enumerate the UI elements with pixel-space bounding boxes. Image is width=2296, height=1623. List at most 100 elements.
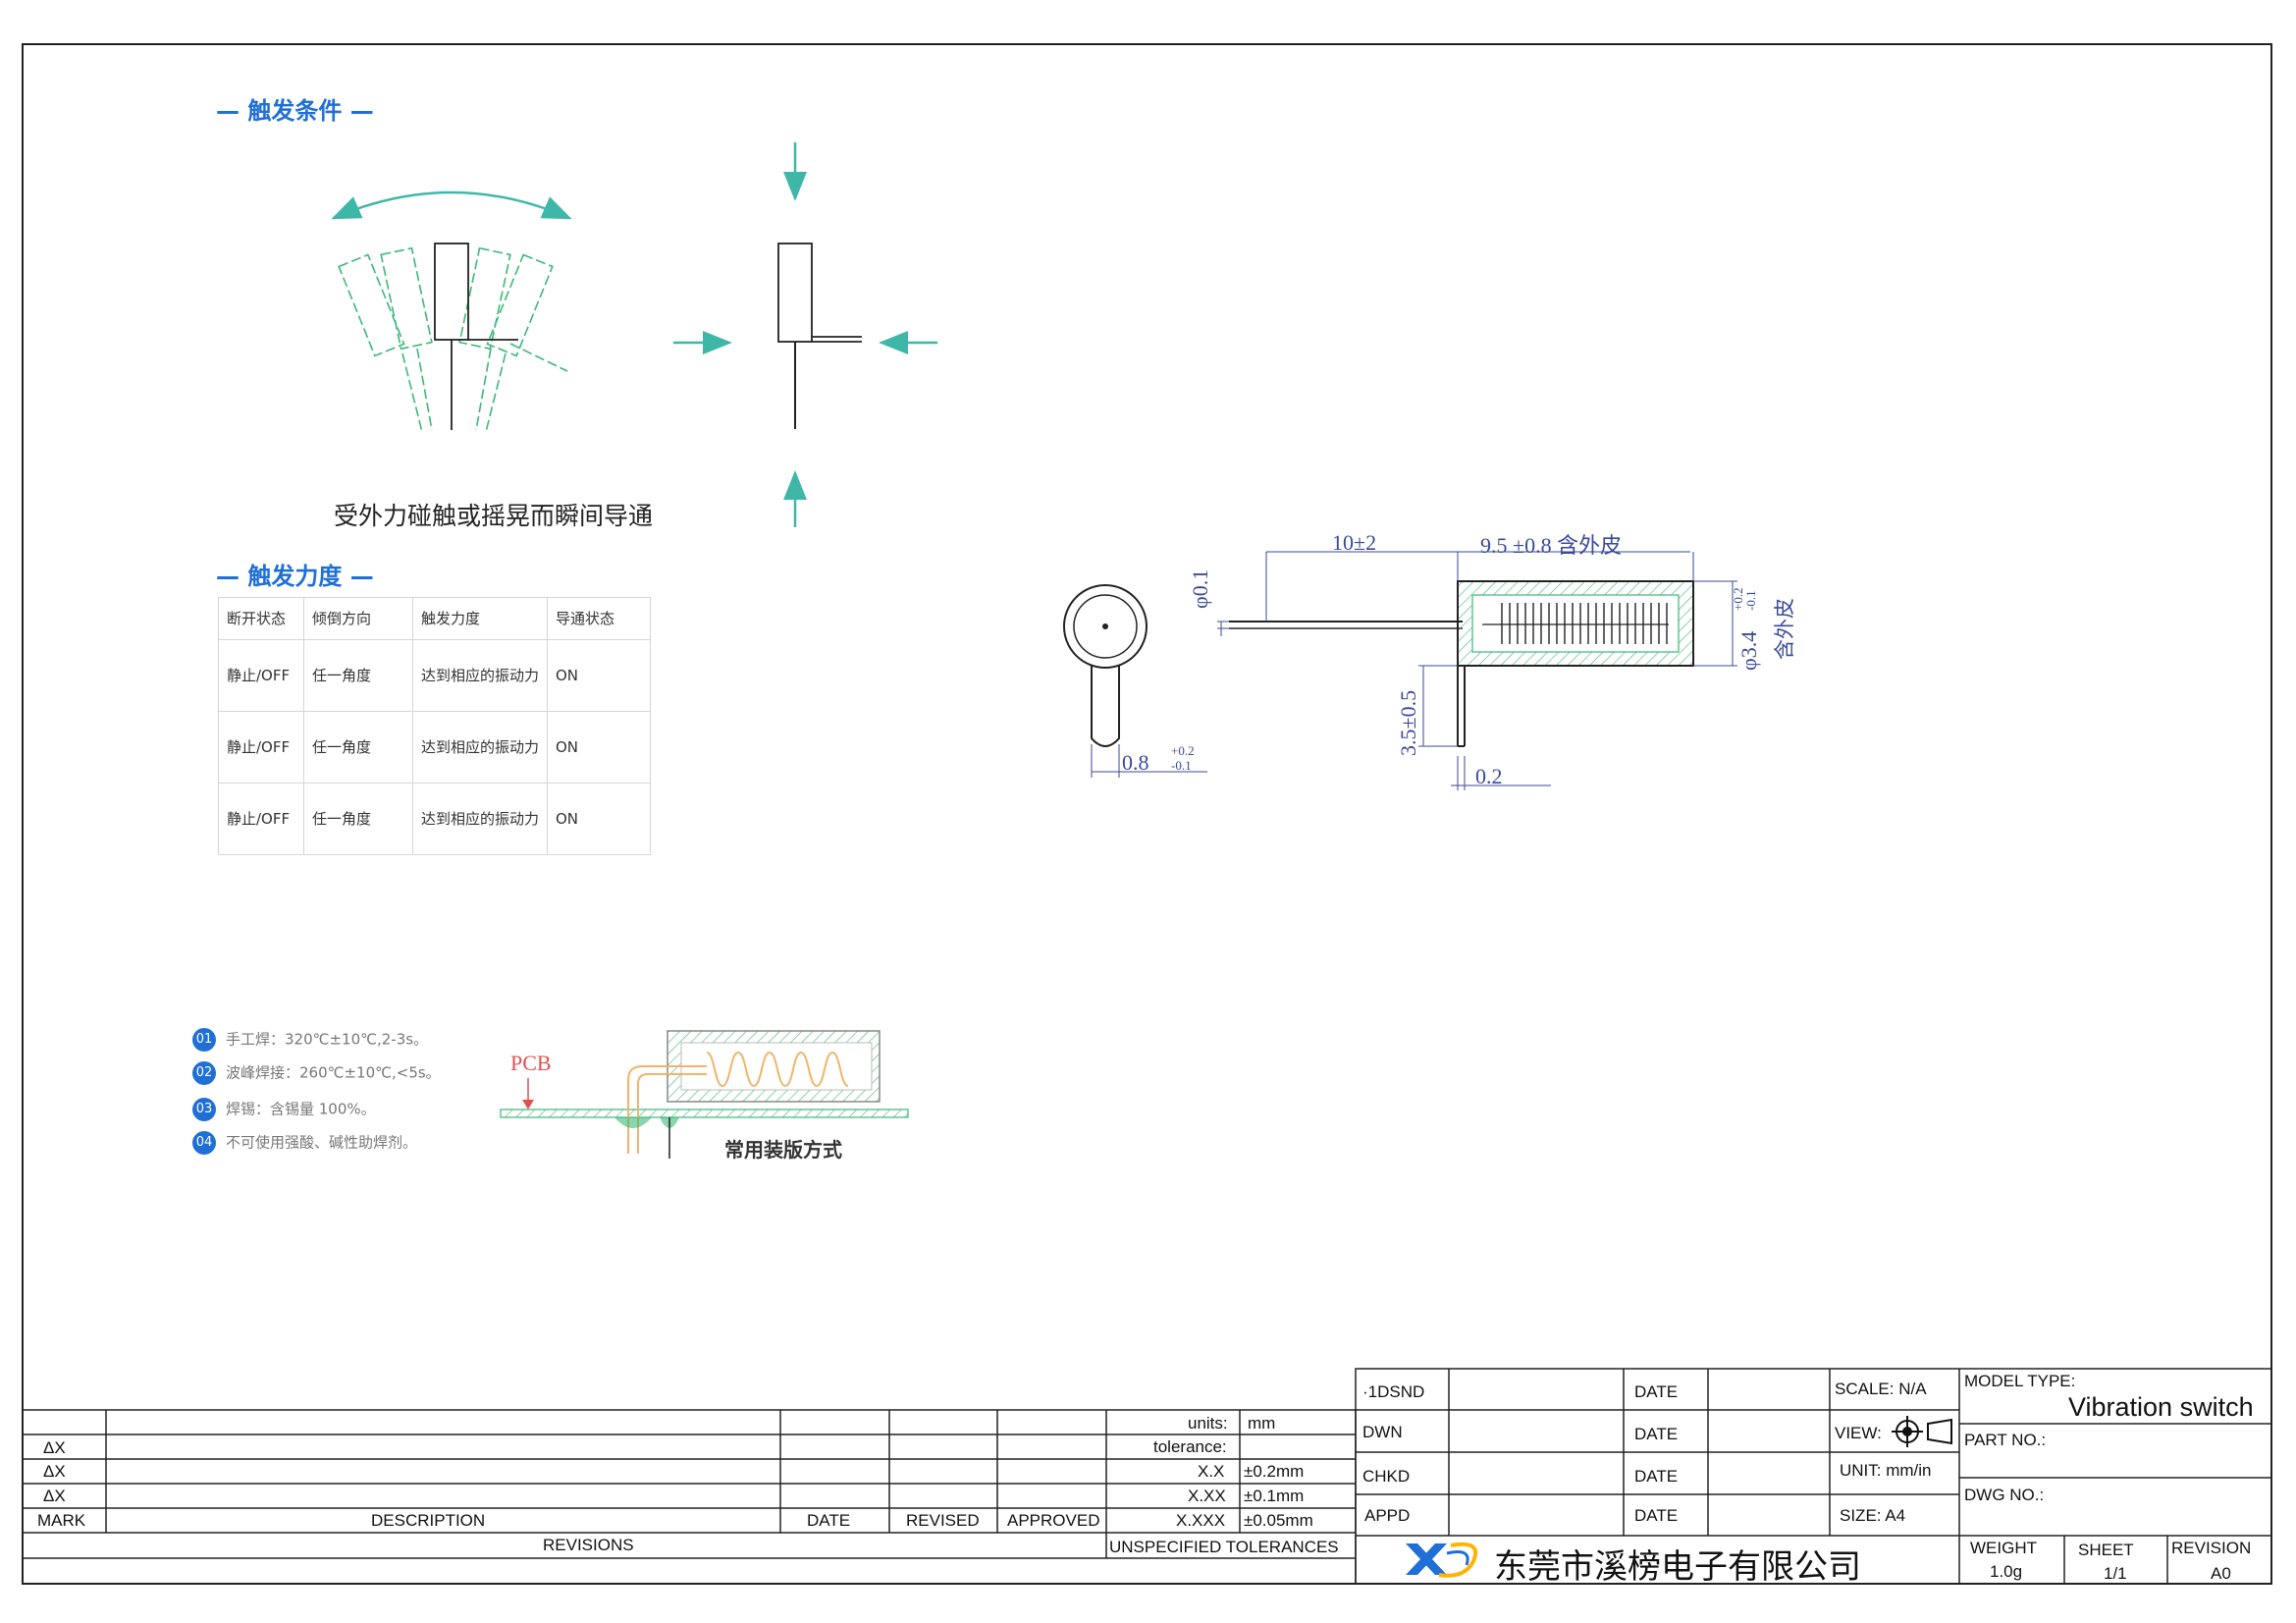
tolerance-row-label: X.X <box>1198 1462 1225 1481</box>
note-item: 04 不可使用强酸、碱性助焊剂。 <box>192 1131 417 1155</box>
pin-length-dim: 3.5±0.5 <box>1396 689 1420 756</box>
front-tol-lower: -0.1 <box>1171 758 1192 773</box>
tolerance-row-label: X.XX <box>1188 1487 1226 1505</box>
dwg-no-label: DWG NO.: <box>1964 1486 2045 1504</box>
body-dia-tol-lower: -0.1 <box>1743 590 1758 611</box>
table-header-row: 断开状态 倾倒方向 触发力度 导通状态 <box>218 597 651 640</box>
note-item: 01 手工焊：320℃±10℃,2-3s。 <box>192 1028 428 1052</box>
trigger-force-title: — 触发力度 — <box>216 563 374 590</box>
front-tol-upper: +0.2 <box>1171 743 1195 758</box>
revision-label: REVISION <box>2171 1539 2252 1557</box>
note-text: 手工焊：320℃±10℃,2-3s。 <box>226 1030 429 1049</box>
note-number: 03 <box>192 1098 216 1121</box>
sheet-label: SHEET <box>2078 1541 2134 1559</box>
weight-label: WEIGHT <box>1970 1539 2037 1557</box>
signoff-date-label: DATE <box>1634 1506 1679 1525</box>
note-item: 03 焊锡：含锡量 100%。 <box>192 1098 376 1121</box>
revision-revised-header: REVISED <box>906 1511 980 1530</box>
table-cell: 静止/OFF <box>218 783 304 855</box>
tolerance-row-label: X.XXX <box>1176 1511 1226 1530</box>
tolerance-row-value: ±0.05mm <box>1244 1511 1313 1530</box>
unspecified-tolerances-label: UNSPECIFIED TOLERANCES <box>1109 1538 1339 1556</box>
signoff-row-label: DWN <box>1362 1423 1403 1441</box>
note-text: 焊锡：含锡量 100%。 <box>226 1100 376 1118</box>
table-cell: ON <box>547 639 651 712</box>
table-row: 静止/OFF 任一角度 达到相应的振动力 ON <box>218 639 651 712</box>
table-cell: 任一角度 <box>303 639 413 712</box>
mounting-illustration: PCB 常用装版方式 <box>500 1030 909 1162</box>
sheet-value: 1/1 <box>2104 1564 2127 1583</box>
revision-approved-header: APPROVED <box>1007 1511 1100 1530</box>
projection-view-icon <box>1892 1416 1952 1447</box>
swing-illustration <box>331 190 572 433</box>
note-text: 不可使用强酸、碱性助焊剂。 <box>226 1133 418 1152</box>
unit-label: UNIT: mm/in <box>1840 1461 1932 1480</box>
company-name: 东莞市溪榜电子有限公司 <box>1494 1547 1861 1587</box>
table-cell: 达到相应的振动力 <box>412 783 548 855</box>
model-type-label: MODEL TYPE: <box>1964 1372 2076 1390</box>
tolerance-label: tolerance: <box>1153 1437 1227 1456</box>
signoff-row-label: APPD <box>1364 1506 1411 1525</box>
note-text: 波峰焊接：260℃±10℃,<5s。 <box>226 1063 441 1082</box>
model-type-value: Vibration switch <box>2068 1392 2254 1422</box>
revision-mark-header: MARK <box>37 1511 86 1530</box>
table-header-cell: 断开状态 <box>218 597 304 640</box>
company-logo-icon <box>1406 1542 1478 1578</box>
trigger-force-table: 断开状态 倾倒方向 触发力度 导通状态 静止/OFF 任一角度 达到相应的振动力… <box>218 597 651 855</box>
front-width-dim: 0.8 <box>1122 750 1149 775</box>
signoff-date-label: DATE <box>1634 1425 1679 1443</box>
table-header-cell: 导通状态 <box>547 597 651 640</box>
revision-delta: ΔX <box>43 1487 66 1505</box>
revision-delta: ΔX <box>43 1438 66 1457</box>
note-item: 02 波峰焊接：260℃±10℃,<5s。 <box>192 1061 441 1085</box>
view-label: VIEW: <box>1835 1424 1882 1442</box>
pcb-label: PCB <box>510 1051 552 1075</box>
table-cell: 静止/OFF <box>218 639 304 712</box>
pin-thickness-dim: 0.2 <box>1475 764 1503 788</box>
units-value: mm <box>1248 1414 1276 1433</box>
front-view <box>1063 584 1207 778</box>
table-cell: 达到相应的振动力 <box>412 711 548 784</box>
revision-delta: ΔX <box>43 1462 66 1481</box>
table-cell: ON <box>547 711 651 784</box>
table-header-cell: 倾倒方向 <box>303 597 413 640</box>
revisions-label: REVISIONS <box>543 1536 634 1554</box>
signoff-row-label: CHKD <box>1362 1467 1411 1486</box>
sheet-border <box>22 43 2272 1585</box>
side-view <box>1217 551 1737 790</box>
impact-illustration <box>673 142 937 527</box>
units-label: units: <box>1188 1414 1228 1433</box>
table-row: 静止/OFF 任一角度 达到相应的振动力 ON <box>218 711 651 784</box>
size-label: SIZE: A4 <box>1840 1506 1906 1525</box>
part-no-label: PART NO.: <box>1964 1431 2047 1449</box>
tolerance-row-value: ±0.1mm <box>1244 1487 1305 1505</box>
table-cell: 达到相应的振动力 <box>412 639 548 712</box>
table-cell: 任一角度 <box>303 711 413 784</box>
mounting-caption: 常用装版方式 <box>724 1138 842 1162</box>
note-number: 01 <box>192 1028 216 1052</box>
trigger-condition-caption: 受外力碰触或摇晃而瞬间导通 <box>334 502 654 530</box>
trigger-condition-title: — 触发条件 — <box>216 97 374 125</box>
note-number: 02 <box>192 1061 216 1085</box>
revision-description-header: DESCRIPTION <box>371 1511 486 1530</box>
scale-label: SCALE: N/A <box>1835 1380 1927 1398</box>
revision-value: A0 <box>2211 1564 2231 1583</box>
body-dia-note: 含外皮 <box>1773 598 1796 660</box>
table-cell: ON <box>547 783 651 855</box>
lead-dia-dim: φ0.1 <box>1188 568 1212 609</box>
body-length-dim: 9.5 ±0.8 含外皮 <box>1480 533 1623 558</box>
signoff-row-label: ·1DSND <box>1362 1382 1425 1401</box>
body-dia-dim: φ3.4 <box>1736 630 1761 671</box>
revision-date-header: DATE <box>807 1511 851 1530</box>
title-block <box>22 1368 2272 1585</box>
signoff-date-label: DATE <box>1634 1467 1679 1486</box>
table-row: 静止/OFF 任一角度 达到相应的振动力 ON <box>218 783 651 855</box>
lead-length-dim: 10±2 <box>1332 530 1377 555</box>
signoff-date-label: DATE <box>1634 1382 1679 1401</box>
table-cell: 静止/OFF <box>218 711 304 784</box>
note-number: 04 <box>192 1131 216 1155</box>
tolerance-row-value: ±0.2mm <box>1244 1462 1305 1481</box>
weight-value: 1.0g <box>1990 1562 2023 1581</box>
